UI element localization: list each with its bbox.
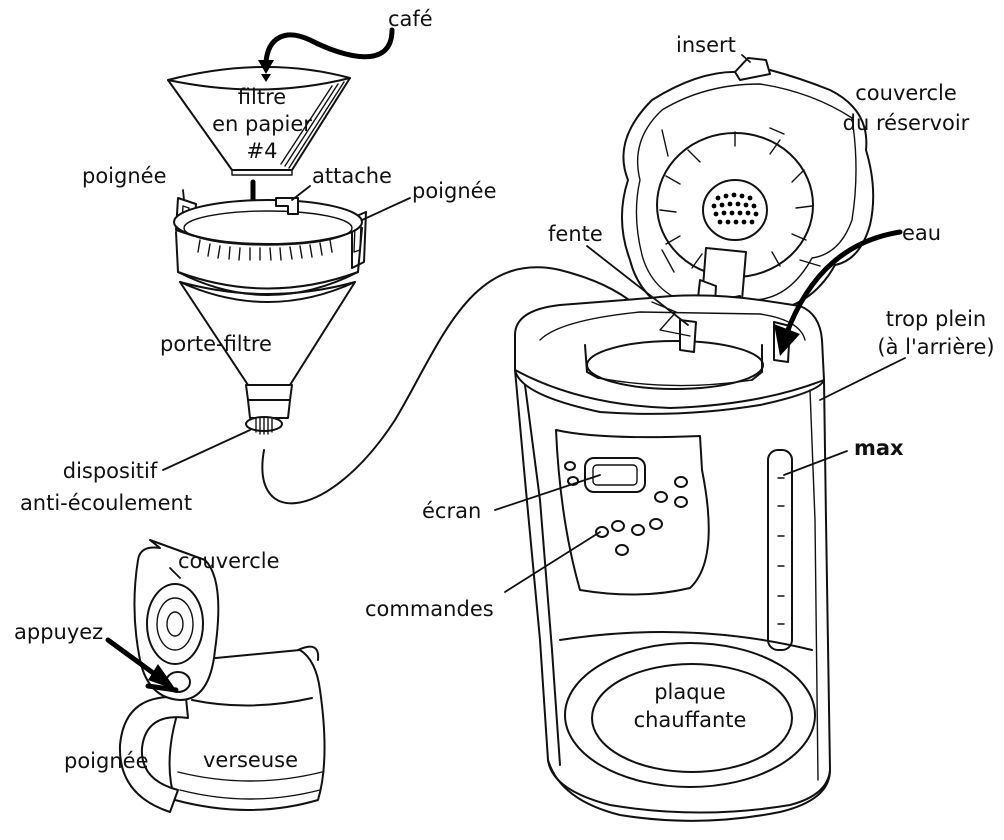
leader-lines xyxy=(162,54,906,593)
paper-filter xyxy=(167,66,351,176)
label-filtre-2: en papier xyxy=(212,112,312,136)
appuyez-arrow xyxy=(105,637,179,693)
label-dispositif-2: anti-écoulement xyxy=(20,491,192,515)
label-appuyez: appuyez xyxy=(14,620,103,644)
label-poignee-right: poignée xyxy=(412,179,497,203)
label-couvercle: couvercle xyxy=(178,549,280,573)
label-filtre-3: #4 xyxy=(247,139,278,163)
cafe-arrow xyxy=(258,27,395,82)
label-filtre-1: filtre xyxy=(238,85,286,109)
carafe xyxy=(118,539,326,813)
label-plaque-1: plaque xyxy=(654,680,726,704)
filter-holder xyxy=(173,197,367,435)
label-verseuse: verseuse xyxy=(203,748,298,772)
label-trop-plein-1: trop plein xyxy=(886,307,987,331)
label-plaque-2: chauffante xyxy=(634,708,747,732)
label-attache: attache xyxy=(312,164,392,188)
label-trop-plein-2: (à l'arrière) xyxy=(877,335,994,359)
label-couvercle-reservoir-1: couvercle xyxy=(855,81,957,105)
label-max: max xyxy=(854,436,904,460)
label-poignee-left: poignée xyxy=(82,164,167,188)
eau-arrow xyxy=(774,229,903,356)
label-eau: eau xyxy=(902,221,941,245)
label-dispositif-1: dispositif xyxy=(63,459,158,483)
labels: café filtre en papier #4 poignée attache… xyxy=(14,7,995,773)
label-poignee-carafe: poignée xyxy=(64,749,149,773)
label-commandes: commandes xyxy=(365,597,494,621)
label-porte-filtre: porte-filtre xyxy=(160,332,272,356)
label-ecran: écran xyxy=(422,499,481,523)
label-cafe: café xyxy=(388,7,433,31)
label-couvercle-reservoir-2: du réservoir xyxy=(843,111,970,135)
coffee-machine xyxy=(514,57,875,822)
label-insert: insert xyxy=(676,33,736,57)
label-fente: fente xyxy=(548,222,603,246)
